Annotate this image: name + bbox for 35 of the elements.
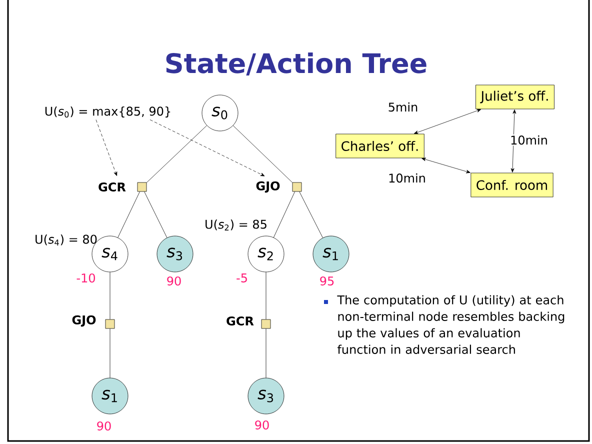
edge-label: 5min	[386, 101, 420, 113]
connector	[144, 192, 168, 238]
action-square	[292, 182, 302, 192]
action-label: GCR	[226, 316, 254, 326]
utility-value: -5	[236, 274, 247, 282]
connector	[414, 109, 482, 134]
utility-value: 90	[255, 420, 269, 430]
connector	[96, 120, 118, 176]
connector	[232, 125, 292, 183]
action-label: GCR	[98, 182, 126, 192]
utility-value: 90	[97, 421, 111, 431]
connector	[422, 158, 470, 174]
edge-label: 10min	[509, 134, 549, 146]
connector	[150, 120, 265, 176]
room-box: Juliet’s off.	[476, 84, 554, 110]
utility-value: -10	[76, 273, 95, 283]
edge-label: 10min	[387, 172, 427, 184]
title: State/Action Tree	[166, 52, 426, 76]
room-box: Conf. room	[470, 172, 554, 198]
action-square	[137, 182, 147, 192]
connector	[146, 125, 207, 183]
action-label: GJO	[256, 181, 280, 193]
utility-label: U(s$_{2}$) = 85	[206, 220, 266, 230]
action-square	[105, 319, 115, 329]
connector	[299, 192, 323, 238]
action-label: GJO	[72, 315, 96, 327]
utility-value: 95	[320, 276, 334, 286]
connector	[510, 110, 516, 172]
connector	[118, 192, 140, 238]
action-square	[261, 319, 271, 329]
connector	[273, 192, 296, 238]
room-box: Charles’ off.	[336, 134, 424, 158]
bullet-text: The computation of U (utility) at each non-terminal node resembles backing up the values of an evaluation function in adversarial search	[337, 295, 564, 354]
utility-value: 90	[167, 276, 181, 286]
formula-text: U(s$_{0}$) = max{85, 90}	[45, 106, 170, 118]
